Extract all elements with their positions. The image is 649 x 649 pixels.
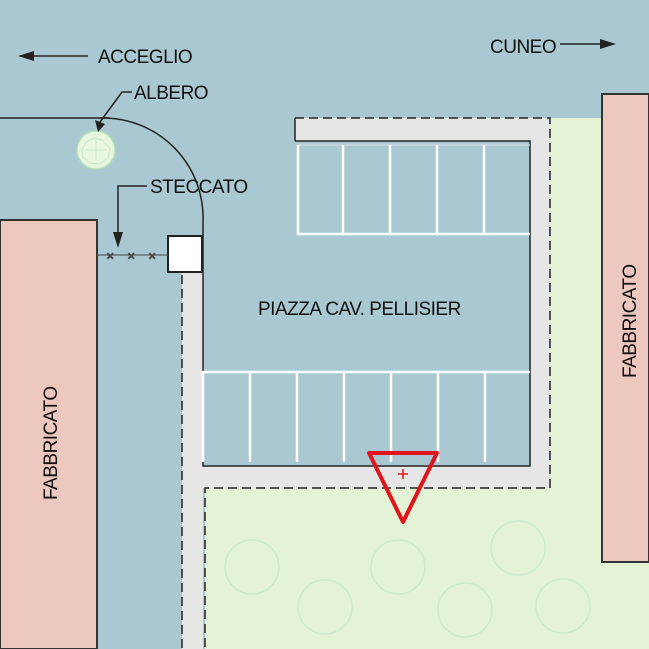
grass-area bbox=[205, 118, 649, 649]
tree-icon bbox=[490, 520, 546, 576]
label-cuneo: CUNEO bbox=[490, 37, 556, 58]
svg-text:×: × bbox=[148, 251, 156, 262]
fence-steccato: × × × bbox=[97, 251, 168, 263]
svg-text:×: × bbox=[106, 251, 114, 262]
arrow-right-icon bbox=[560, 39, 616, 49]
parking-stalls-bottom bbox=[201, 370, 530, 462]
albero-leader-arrow bbox=[95, 120, 105, 132]
fence-post bbox=[167, 235, 203, 273]
building-left bbox=[0, 219, 98, 649]
tree-icon bbox=[76, 130, 116, 170]
sidewalk-right bbox=[530, 118, 550, 488]
location-marker-icon bbox=[367, 451, 439, 524]
tree-icon bbox=[370, 539, 426, 595]
label-fabbricato-left: FABBRICATO bbox=[41, 386, 62, 500]
svg-text:×: × bbox=[127, 251, 135, 262]
sidewalk-bottom bbox=[182, 466, 550, 488]
sidewalk-left bbox=[182, 240, 203, 649]
label-piazza: PIAZZA CAV. PELLISIER bbox=[258, 299, 461, 320]
albero-leader bbox=[99, 91, 132, 123]
grass-trees bbox=[224, 520, 591, 638]
tree-icon bbox=[224, 539, 280, 595]
parking-stalls-top bbox=[296, 144, 530, 236]
label-albero: ALBERO bbox=[134, 83, 208, 104]
tree-canopy-arc bbox=[99, 117, 204, 223]
building-right bbox=[601, 93, 649, 563]
steccato-leader-arrow bbox=[113, 232, 123, 248]
sidewalk-dashed-edge bbox=[204, 117, 551, 649]
tree-icon bbox=[297, 579, 353, 635]
label-acceglio: ACCEGLIO bbox=[98, 47, 192, 68]
label-fabbricato-right: FABBRICATO bbox=[620, 264, 641, 378]
tree-icon bbox=[535, 578, 591, 634]
label-steccato: STECCATO bbox=[150, 177, 248, 198]
arrow-left-icon bbox=[18, 51, 88, 61]
steccato-leader bbox=[117, 185, 147, 240]
tree-icon bbox=[437, 582, 493, 638]
sidewalk-top bbox=[295, 118, 550, 141]
